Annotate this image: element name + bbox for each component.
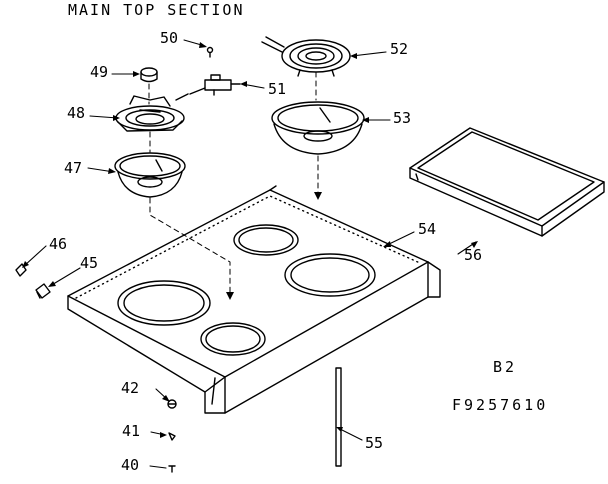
callout-51: 51 [268,80,287,98]
callout-54: 54 [418,220,437,238]
leader-arrowheads [22,42,478,438]
callout-45: 45 [80,254,99,272]
callout-47: 47 [64,159,83,177]
assembly-lines [148,71,319,296]
callout-42: 42 [121,379,140,397]
callout-52: 52 [390,40,409,58]
small-drip-bowl [114,152,186,198]
callout-41: 41 [122,422,141,440]
callout-49: 49 [90,63,109,81]
diagram-title: MAIN TOP SECTION [68,1,245,19]
burner-receptacle [115,95,185,132]
section-code: B2 [493,358,518,376]
terminal-block [175,74,241,101]
callout-55: 55 [365,434,384,452]
callout-48: 48 [67,104,86,122]
callout-53: 53 [393,109,412,127]
main-top-panel [67,185,441,414]
assembly-arrows [226,192,322,300]
screw [206,46,214,58]
knob [140,67,158,83]
figure-number: F9257610 [452,396,549,414]
support-rod [335,367,342,467]
leader-lines [23,39,477,469]
burner-openings [117,224,376,356]
hardware-45-46 [15,263,51,299]
coil-element [261,36,351,77]
large-drip-bowl [271,101,365,155]
callout-46: 46 [49,235,68,253]
callout-56: 56 [464,246,483,264]
cover-tray [409,127,605,237]
callout-40: 40 [121,456,140,474]
callout-50: 50 [160,29,179,47]
hardware-40-41-42 [167,399,177,473]
